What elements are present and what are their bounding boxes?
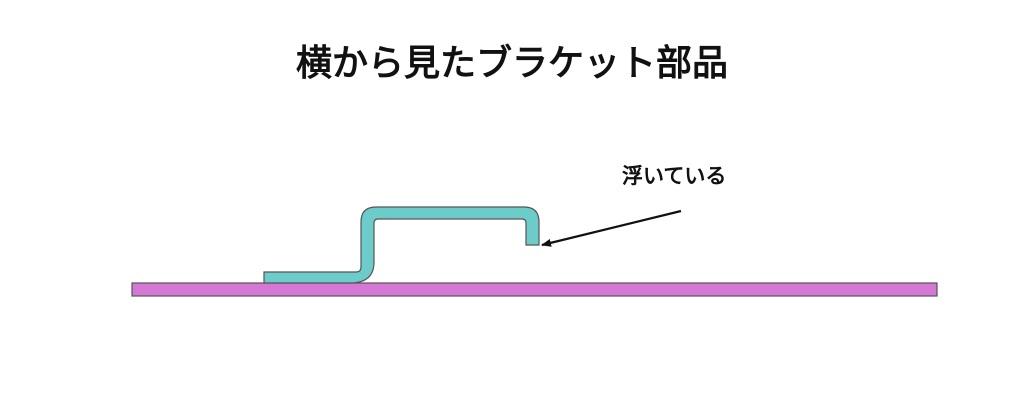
bracket-part bbox=[263, 206, 540, 284]
pointer-arrow bbox=[541, 209, 682, 247]
diagram-title: 横から見たブラケット部品 bbox=[295, 43, 728, 84]
floating-label: 浮いている bbox=[622, 164, 727, 188]
base-plate bbox=[131, 282, 938, 297]
